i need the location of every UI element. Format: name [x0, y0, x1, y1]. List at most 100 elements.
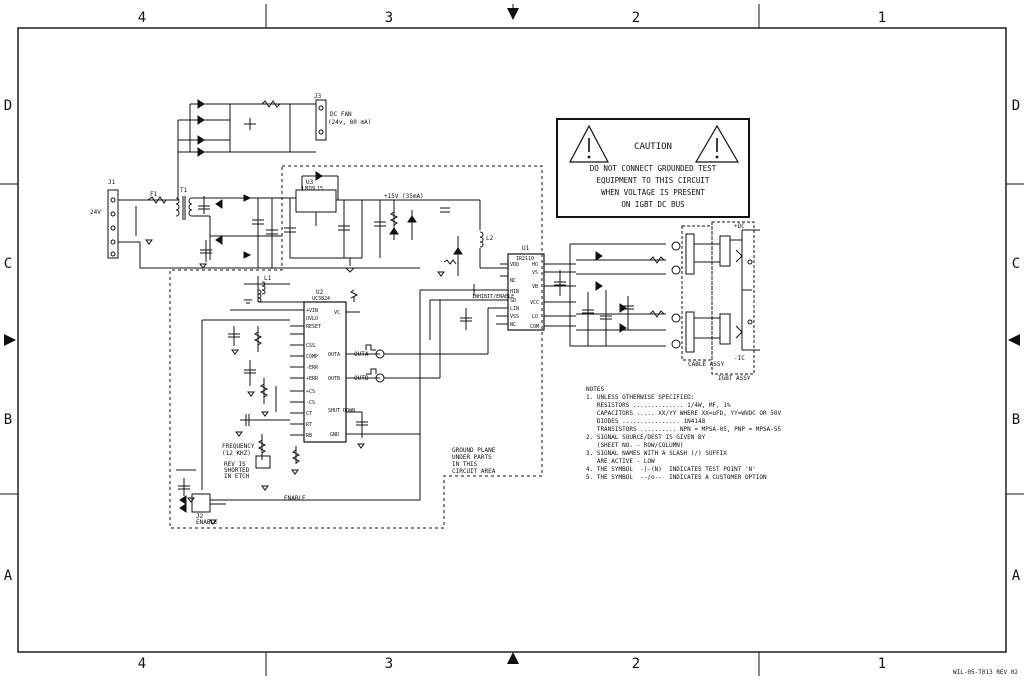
notes-line: 3. SIGNAL NAMES WITH A SLASH (/) SUFFIX	[586, 450, 727, 457]
notes-line: 4. THE SYMBOL -|-(N) INDICATES TEST POIN…	[586, 466, 756, 473]
u1-pin-nc-1: NC	[510, 278, 516, 284]
u1-pin-vb: VB	[532, 284, 538, 290]
j3-fan-sub: (24v, 80 mA)	[328, 119, 371, 126]
j1-label: J1	[108, 179, 116, 186]
u2-pin-gnd: GND	[330, 432, 339, 438]
u2-pin-err-pos: +ERR	[306, 376, 319, 382]
ground-plane-boundary	[169, 165, 543, 529]
freq-note-2: (12 KHZ)	[222, 450, 251, 457]
u1-pin-vs: VS	[532, 270, 538, 276]
j3-fan-label: DC FAN	[330, 111, 352, 118]
row-label-c-right: C	[1012, 256, 1020, 272]
notes-line: TRANSISTORS .......... NPN = MPSA-05, PN…	[586, 426, 782, 433]
caution-line-3: WHEN VOLTAGE IS PRESENT	[601, 188, 705, 197]
col-label-2-bottom: 2	[632, 656, 640, 672]
u1-label: U1	[522, 245, 530, 252]
rev-note-3: IN ETCH	[224, 473, 250, 480]
notes-line: RESISTORS .............. 1/4W, MF, 1%	[586, 402, 731, 409]
u2-body	[303, 301, 347, 443]
u2-label: U2	[316, 289, 324, 296]
col-label-4-top: 4	[138, 10, 146, 26]
caution-line-2: EQUIPMENT TO THIS CIRCUIT	[596, 176, 710, 185]
signal-routing	[384, 263, 508, 434]
col-label-2-top: 2	[632, 10, 640, 26]
u2-pin-shutdown: SHUT DOWN	[328, 408, 355, 414]
u2-part-label: UC3824	[312, 296, 330, 302]
outb-label: OUTB	[354, 375, 369, 382]
schematic-labels: J1 24V J3 DC FAN (24v, 80 mA) J2 ENABLE …	[90, 93, 751, 526]
col-label-3-bottom: 3	[385, 656, 393, 672]
col-label-4-bottom: 4	[138, 656, 146, 672]
ground-plane-note-4: CIRCUIT AREA	[452, 468, 496, 475]
u2-pin-uvlo: UVLO	[306, 316, 318, 322]
enable-net-label: ENABLE	[284, 495, 306, 502]
caution-box: CAUTION DO NOT CONNECT GROUNDED TEST EQU…	[556, 118, 750, 218]
u1-part-label: IR2110	[516, 256, 534, 262]
notes-line: DIODES ................ 1N4148	[586, 418, 706, 425]
center-arrow-top	[507, 8, 519, 20]
freq-note-1: FREQUENCY	[222, 443, 255, 450]
warning-triangle-icon	[569, 124, 609, 163]
u2-pin-vin: +VIN	[306, 308, 318, 314]
ground-symbols	[145, 239, 445, 525]
col-label-3-top: 3	[385, 10, 393, 26]
u2-pin-vc: VC	[334, 310, 340, 316]
u2-pin-ct: CT	[306, 411, 312, 417]
enable-section	[176, 434, 421, 513]
caution-line-1: DO NOT CONNECT GROUNDED TEST	[589, 164, 717, 173]
u1-pin-labels: VDD HIN SD LIN VSS NC NC HO VS VB VCC LO…	[510, 262, 539, 330]
dc-plus-label: +DC	[734, 223, 745, 230]
f1-label: F1	[150, 191, 158, 198]
rev-note-1: REV IS	[224, 461, 246, 468]
u1-pin-com: COM	[530, 324, 539, 330]
t1-label: T1	[180, 187, 188, 194]
gate-driver	[507, 241, 681, 349]
row-label-b-left: B	[4, 412, 12, 428]
u2-pin-cs-neg: -CS	[306, 400, 315, 406]
j2-sub: ENABLE	[196, 519, 218, 526]
u1-pin-vcc: VCC	[530, 300, 539, 306]
u1-pin-sd: SD	[510, 298, 516, 304]
u1-pin-nc-2: NC	[510, 322, 516, 328]
warning-triangle-icon	[694, 124, 740, 163]
col-label-1-bottom: 1	[878, 656, 886, 672]
center-arrow-left	[4, 334, 16, 346]
row-label-d-left: D	[4, 98, 12, 114]
ground-plane-note-1: GROUND PLANE	[452, 447, 496, 454]
vcc-current-label: (35mA)	[402, 193, 424, 200]
notes-line: ARE ACTIVE - LOW	[586, 458, 655, 465]
cable-assy-label: CABLE ASSY	[688, 361, 725, 368]
u3-label: U3	[306, 179, 314, 186]
notes-line: 1. UNLESS OTHERWISE SPECIFIED:	[586, 394, 695, 401]
dc-minus-label: -IC	[734, 355, 745, 362]
u2-pin-css: CSS	[306, 343, 315, 349]
ground-plane-note-3: IN THIS	[452, 461, 478, 468]
u1-pin-vdd: VDD	[510, 262, 519, 268]
row-label-a-left: A	[4, 568, 13, 584]
row-label-a-right: A	[1012, 568, 1021, 584]
zone-ticks	[0, 4, 1024, 676]
col-label-1-top: 1	[878, 10, 886, 26]
row-label-d-right: D	[1012, 98, 1020, 114]
j2-label: J2	[196, 513, 204, 520]
caution-title: CAUTION	[634, 142, 672, 152]
regulator-section	[282, 171, 508, 276]
vcc-label: +15V	[384, 193, 399, 200]
caution-line-4: ON IGBT DC BUS	[621, 200, 685, 209]
u1-body	[507, 253, 545, 331]
ground-plane-note-2: UNDER PARTS	[452, 454, 492, 461]
center-arrow-bottom	[507, 652, 519, 664]
input-section	[107, 99, 420, 269]
notes-line: 2. SIGNAL SOURCE/DEST IS GIVEN BY	[586, 434, 706, 441]
igbt-assy-label: IGBT ASSY	[718, 375, 751, 382]
center-arrow-right	[1008, 334, 1020, 346]
u2-pin-err-neg: -ERR	[306, 365, 319, 371]
u1-pin-ho: HO	[532, 262, 538, 268]
notes-line: 5. THE SYMBOL --/o-- INDICATES A CUSTOME…	[586, 474, 767, 481]
u1-pin-hin: HIN	[510, 289, 519, 295]
u1-pin-lo: LO	[532, 314, 538, 320]
notes-line: CAPACITORS ..... XX/YY WHERE XX=uFD, YY=…	[586, 410, 782, 417]
input-voltage-label: 24V	[90, 209, 101, 216]
row-label-b-right: B	[1012, 412, 1020, 428]
